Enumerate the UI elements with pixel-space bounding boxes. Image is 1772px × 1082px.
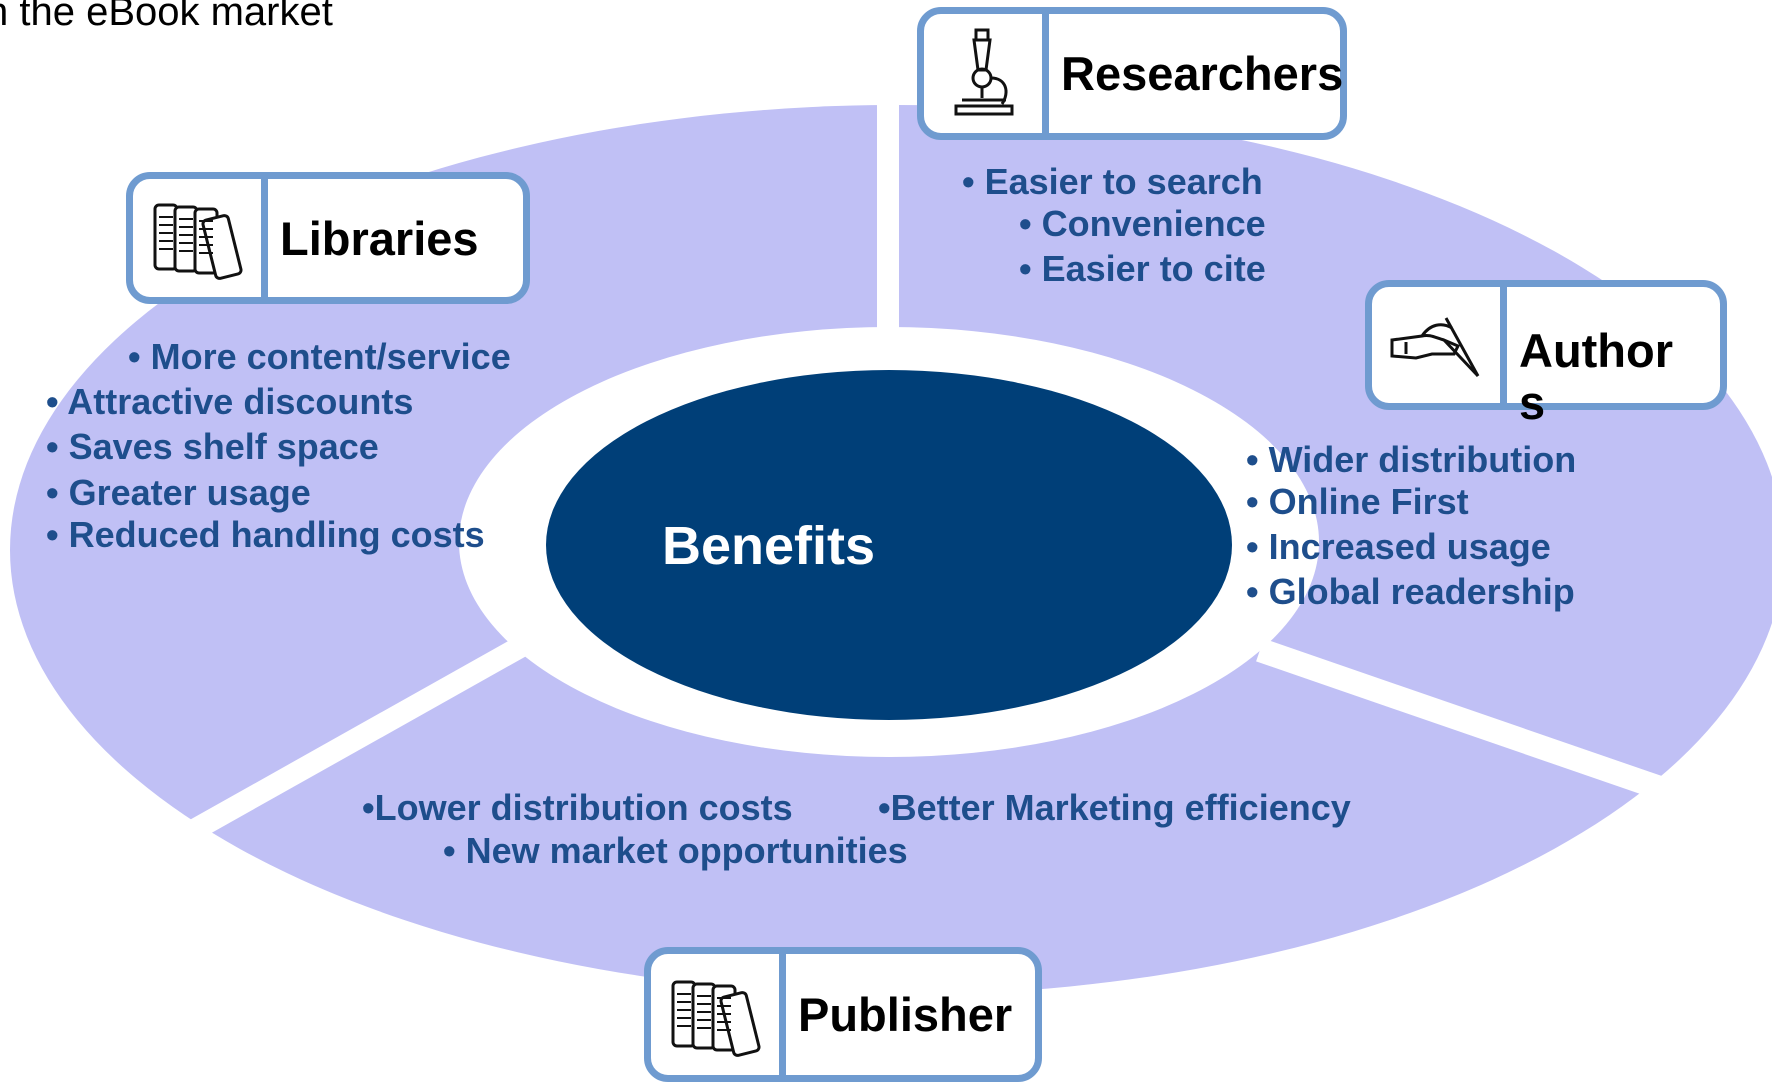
separator-left <box>174 637 526 848</box>
authors-label-line2: s <box>1519 376 1546 429</box>
researchers-bullet: • Easier to cite <box>1019 248 1266 289</box>
center-label: Benefits <box>662 516 876 576</box>
authors-bullet: • Global readership <box>1246 571 1575 612</box>
separator-right <box>1256 638 1684 807</box>
books-icon <box>133 179 268 297</box>
books-icon <box>651 954 786 1075</box>
libraries-bullet: • Reduced handling costs <box>46 514 485 555</box>
authors-label: Author s <box>1507 287 1674 429</box>
publisher-label: Publisher <box>798 988 1013 1041</box>
researchers-card: Researchers <box>917 7 1347 140</box>
libraries-bullet: • More content/service <box>128 336 511 377</box>
authors-bullet: • Increased usage <box>1246 526 1551 567</box>
publisher-bullet: •Better Marketing efficiency <box>878 787 1351 828</box>
libraries-bullet: • Saves shelf space <box>46 426 379 467</box>
researchers-bullet: • Convenience <box>1019 203 1266 244</box>
authors-label-line1: Author <box>1519 324 1674 377</box>
writing-hand-icon <box>1372 287 1507 403</box>
libraries-bullet: • Attractive discounts <box>46 381 414 422</box>
libraries-card: Libraries <box>126 172 530 304</box>
authors-card: Author s <box>1365 280 1727 429</box>
microscope-icon <box>924 14 1049 133</box>
publisher-bullet: • New market opportunities <box>443 830 908 871</box>
authors-bullet: • Wider distribution <box>1246 439 1577 480</box>
authors-bullet: • Online First <box>1246 481 1469 522</box>
libraries-label: Libraries <box>280 211 479 265</box>
benefits-center-ellipse <box>546 370 1232 720</box>
publisher-card: Publisher <box>644 947 1042 1082</box>
researchers-label: Researchers <box>1061 47 1344 100</box>
publisher-bullet: •Lower distribution costs <box>362 787 793 828</box>
page-title: n the eBook market <box>0 0 333 34</box>
researchers-bullet: • Easier to search <box>962 161 1263 202</box>
libraries-bullet: • Greater usage <box>46 472 311 513</box>
